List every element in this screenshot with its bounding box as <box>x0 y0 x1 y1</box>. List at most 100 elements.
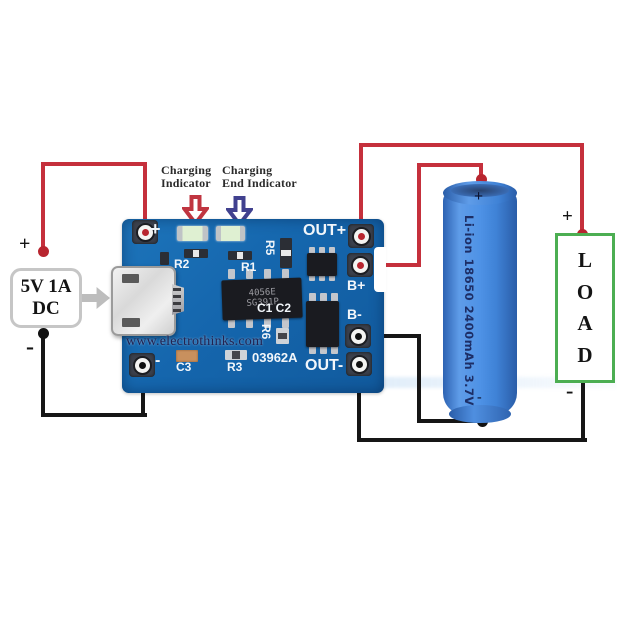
charging-end-indicator-label: Charging End Indicator <box>222 164 297 189</box>
silk-r1: R1 <box>241 260 257 274</box>
chip-pin <box>320 344 327 354</box>
chip-pin <box>309 273 315 281</box>
chip-pin <box>331 293 338 303</box>
wire-segment <box>356 334 421 338</box>
silk-b-plus: B+ <box>347 277 366 293</box>
wire-segment <box>417 163 483 167</box>
chip-pin <box>264 318 271 328</box>
wire-segment <box>360 263 421 267</box>
battery-bottom-cap <box>449 405 511 423</box>
charging-indicator-arrow-icon <box>182 195 209 226</box>
usb-mount-slot <box>122 274 139 283</box>
charging-indicator-line2: Indicator <box>161 175 211 190</box>
chip-pin <box>228 269 235 279</box>
resistor-r6-component <box>276 328 289 344</box>
usb-pin <box>173 309 181 312</box>
chip-pin <box>282 318 289 328</box>
terminal-in-plus <box>132 220 158 244</box>
battery-18650 <box>443 191 517 415</box>
usb-pin <box>173 288 181 291</box>
silk-r2: R2 <box>174 257 190 271</box>
wire-segment <box>479 163 483 181</box>
board-edge-notch <box>374 247 386 292</box>
silk-c3: C3 <box>176 360 192 374</box>
chip-pin <box>282 269 289 279</box>
dc-input-arrow-icon <box>82 287 110 309</box>
micro-usb-port <box>111 266 176 336</box>
chip-pin <box>309 344 316 354</box>
wire-segment <box>41 413 147 417</box>
wire-segment <box>417 163 421 267</box>
wire-segment <box>357 364 361 442</box>
silk-b-minus: B- <box>347 306 362 322</box>
wire-segment <box>359 143 584 147</box>
chip-pin <box>228 318 235 328</box>
terminal-in-minus <box>129 353 155 377</box>
wire-segment <box>580 143 584 235</box>
chip-pin <box>309 293 316 303</box>
junction-dot <box>38 328 49 339</box>
wire-segment <box>417 334 421 423</box>
resistor-component <box>184 249 208 258</box>
terminal-out-plus <box>348 224 374 248</box>
battery-positive-cap <box>451 184 509 197</box>
silk-out-minus: OUT- <box>305 357 344 374</box>
wire-segment <box>581 371 585 442</box>
charging-end-line1: Charging <box>222 163 273 177</box>
chip-pin <box>246 318 253 328</box>
chip-pin <box>264 269 271 279</box>
chip-pin <box>329 247 335 255</box>
wire-segment <box>359 143 363 238</box>
capacitor-component <box>160 252 169 265</box>
charging-end-line2: End Indicator <box>222 175 297 190</box>
dc-minus-label: - <box>26 334 34 360</box>
mosfet-chip <box>306 301 339 347</box>
watermark-text: www.electrothinks.com <box>126 334 264 349</box>
silk-model-number: 03962A <box>252 350 298 365</box>
silk-c1-c2: C1 C2 <box>257 301 292 315</box>
charging-led <box>177 226 208 241</box>
resistor-r3-component <box>225 350 247 360</box>
wire-segment <box>143 162 147 234</box>
silk-r5: R5 <box>263 240 277 256</box>
battery-spec-label: Li-ion 18650 2400mAh 3.7V <box>462 215 476 406</box>
silk-minus: - <box>155 352 161 369</box>
junction-dot <box>38 246 49 257</box>
chip-pin <box>246 269 253 279</box>
wire-segment <box>41 162 45 252</box>
terminal-b-minus <box>345 324 371 348</box>
load-letter: D <box>577 342 593 367</box>
charge-end-arrow-icon <box>226 196 253 227</box>
charging-indicator-label: Charging Indicator <box>161 164 211 189</box>
dc-plus-label: + <box>19 233 31 255</box>
terminal-b-plus <box>347 253 373 277</box>
silk-r3: R3 <box>227 360 243 374</box>
usb-pin <box>173 302 181 305</box>
usb-mount-slot <box>122 318 140 327</box>
load-minus-label: - <box>566 378 574 403</box>
resistor-component <box>228 251 252 260</box>
capacitor-c3 <box>176 350 198 362</box>
chip-pin <box>319 273 325 281</box>
chip-pin <box>331 344 338 354</box>
load-plus-label: + <box>562 206 573 227</box>
usb-contact-block <box>172 284 184 315</box>
wire-segment <box>41 162 147 166</box>
silk-out-plus: OUT+ <box>303 222 347 239</box>
load-letter: L <box>577 248 592 273</box>
battery-minus-label: - <box>477 390 482 405</box>
wire-segment <box>417 419 485 423</box>
silk-plus: + <box>150 219 161 239</box>
terminal-out-minus <box>346 352 372 376</box>
resistor-component <box>280 238 292 268</box>
load-letter: A <box>577 311 593 336</box>
silk-r6: R6 <box>259 324 273 340</box>
battery-plus-label: + <box>474 188 484 205</box>
load-letter: O <box>576 279 594 304</box>
charge-end-led <box>216 226 245 241</box>
chip-pin <box>319 247 325 255</box>
chip-pin <box>309 247 315 255</box>
chip-pin <box>320 293 327 303</box>
chip-pin <box>329 273 335 281</box>
charging-indicator-line1: Charging <box>161 163 212 177</box>
